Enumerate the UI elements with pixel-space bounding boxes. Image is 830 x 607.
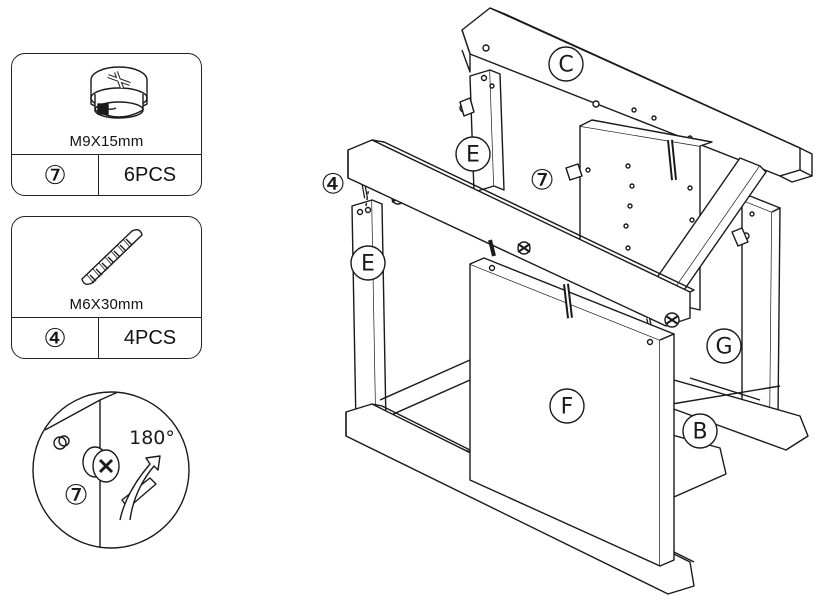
label-c: C: [548, 46, 584, 82]
post-e-front: [351, 175, 405, 427]
label-e-back: E: [455, 136, 491, 172]
panel-g: [731, 195, 781, 421]
label-four: ④: [320, 168, 345, 201]
part-quantity: 6PCS: [123, 163, 177, 186]
part-image-area: M9X15mm: [12, 54, 201, 155]
part-card-dowel: M6X30mm ④ 4PCS: [11, 216, 202, 359]
detail-rotation-label: 180°: [129, 427, 175, 449]
post-e-back: [459, 69, 505, 193]
label-b: B: [682, 413, 718, 449]
detail-code-label: ⑦: [63, 479, 88, 512]
svg-text:C: C: [558, 53, 573, 78]
svg-text:B: B: [692, 420, 707, 445]
label-g: G: [706, 328, 742, 364]
part-code: ④: [12, 318, 99, 358]
part-row: ④ 4PCS: [12, 318, 201, 358]
rail-c: [461, 7, 813, 183]
part-row: ⑦ 6PCS: [12, 155, 201, 195]
panel-f: [469, 257, 675, 567]
label-e-front: E: [350, 245, 386, 281]
cam-lock-detail: [32, 391, 190, 549]
svg-text:F: F: [561, 395, 574, 420]
label-seven: ⑦: [529, 164, 554, 197]
part-size-label: M6X30mm: [69, 296, 144, 313]
cam-lock-icon: [90, 66, 148, 119]
wooden-dowel-icon: [81, 228, 143, 286]
part-size-label: M9X15mm: [69, 133, 144, 150]
svg-text:G: G: [715, 335, 732, 360]
svg-text:E: E: [466, 143, 480, 168]
part-quantity: 4PCS: [123, 326, 177, 349]
svg-text:E: E: [361, 252, 375, 277]
part-image-area: M6X30mm: [12, 217, 201, 318]
label-f: F: [549, 388, 585, 424]
part-code: ⑦: [12, 155, 99, 195]
part-card-cam-lock: M9X15mm ⑦ 6PCS: [11, 53, 202, 196]
